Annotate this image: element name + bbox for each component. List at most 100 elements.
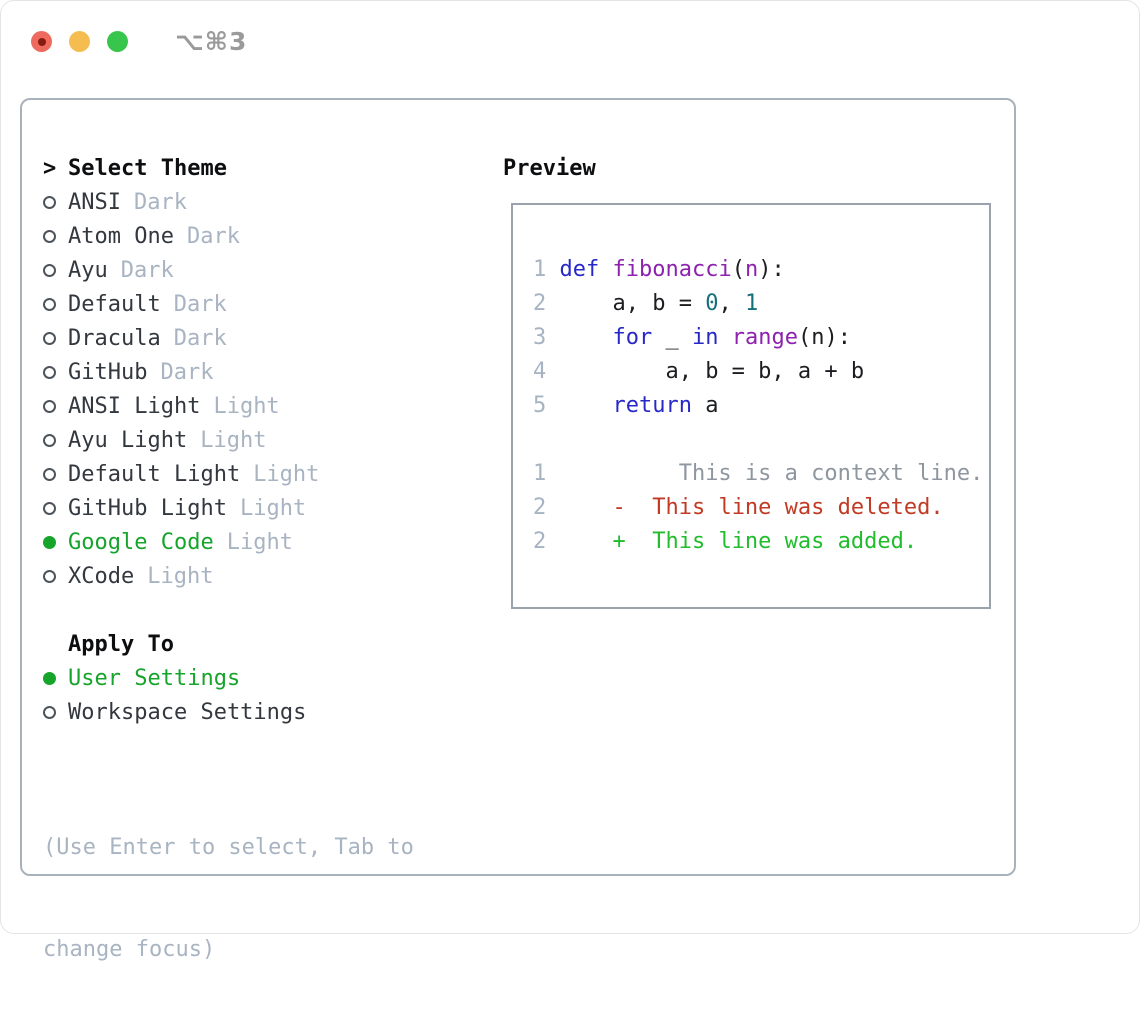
apply-option-workspace-settings[interactable]: Workspace Settings: [43, 695, 483, 729]
code-token: [599, 253, 612, 287]
radio-selected-icon: [43, 672, 56, 685]
theme-variant-tag: Dark: [160, 360, 213, 385]
radio-icon: [43, 332, 56, 345]
theme-variant-tag: Light: [200, 428, 266, 453]
line-number: 3: [533, 321, 546, 355]
code-token: def: [560, 253, 600, 287]
theme-option-atom-one[interactable]: Atom One Dark: [43, 219, 483, 253]
line-number: 1: [533, 253, 546, 287]
preview-label: Preview: [503, 156, 596, 181]
theme-option-ayu-light[interactable]: Ayu Light Light: [43, 423, 483, 457]
code-token: [546, 491, 612, 525]
titlebar: ⌥⌘3: [31, 27, 247, 56]
theme-option-github-light[interactable]: GitHub Light Light: [43, 491, 483, 525]
radio-slot: [43, 196, 68, 209]
code-token: (n):: [798, 321, 851, 355]
code-token: 0: [705, 287, 718, 321]
radio-slot: [43, 570, 68, 583]
theme-variant-tag: Dark: [174, 326, 227, 351]
radio-icon: [43, 706, 56, 719]
radio-slot: [43, 400, 68, 413]
code-line: 1 def fibonacci(n):: [533, 253, 989, 287]
radio-icon: [43, 366, 56, 379]
code-token: - This line was deleted.: [612, 491, 943, 525]
theme-variant-tag: Dark: [121, 258, 174, 283]
cursor-prompt-icon: >: [43, 156, 68, 181]
theme-option-ayu[interactable]: Ayu Dark: [43, 253, 483, 287]
radio-icon: [43, 264, 56, 277]
code-token: (: [732, 253, 745, 287]
theme-option-google-code[interactable]: Google Code Light: [43, 525, 483, 559]
code-token: This is a context line.: [546, 457, 983, 491]
preview-header: Preview: [503, 151, 596, 185]
theme-variant-tag: Light: [253, 462, 319, 487]
theme-variant-tag: Dark: [174, 292, 227, 317]
code-line: 5 return a: [533, 389, 989, 423]
code-token: [546, 253, 559, 287]
keyboard-hint: (Use Enter to select, Tab to change focu…: [43, 763, 483, 1035]
theme-option-name: Default Light: [68, 462, 240, 487]
radio-slot: [43, 672, 68, 685]
radio-icon: [43, 298, 56, 311]
theme-option-xcode[interactable]: XCode Light: [43, 559, 483, 593]
theme-option-name: XCode: [68, 564, 134, 589]
radio-slot: [43, 366, 68, 379]
apply-option-user-settings[interactable]: User Settings: [43, 661, 483, 695]
apply-to-label: Apply To: [68, 632, 174, 657]
zoom-button[interactable]: [107, 31, 128, 52]
radio-slot: [43, 468, 68, 481]
radio-slot: [43, 298, 68, 311]
theme-option-ansi-light[interactable]: ANSI Light Light: [43, 389, 483, 423]
select-theme-label: Select Theme: [68, 156, 227, 181]
code-token: 1: [745, 287, 758, 321]
hint-line-2: change focus): [43, 933, 483, 967]
theme-option-default-light[interactable]: Default Light Light: [43, 457, 483, 491]
theme-option-name: Atom One: [68, 224, 174, 249]
theme-variant-tag: Dark: [187, 224, 240, 249]
theme-option-name: Google Code: [68, 530, 214, 555]
apply-option-name: User Settings: [68, 666, 240, 691]
theme-option-name: Ayu: [68, 258, 108, 283]
code-line: [533, 423, 989, 457]
radio-icon: [43, 434, 56, 447]
close-button[interactable]: [31, 31, 52, 52]
line-number: 4: [533, 355, 546, 389]
radio-icon: [43, 502, 56, 515]
theme-variant-tag: Light: [213, 394, 279, 419]
code-token: a, b = b, a + b: [546, 355, 864, 389]
radio-icon: [43, 230, 56, 243]
theme-option-name: GitHub: [68, 360, 147, 385]
theme-option-github[interactable]: GitHub Dark: [43, 355, 483, 389]
radio-selected-icon: [43, 536, 56, 549]
theme-option-name: ANSI Light: [68, 394, 200, 419]
code-line: 4 a, b = b, a + b: [533, 355, 989, 389]
radio-icon: [43, 400, 56, 413]
code-line: 3 for _ in range(n):: [533, 321, 989, 355]
theme-variant-tag: Light: [227, 530, 293, 555]
radio-slot: [43, 332, 68, 345]
code-token: [546, 321, 612, 355]
code-token: return: [612, 389, 691, 423]
code-line: 1 This is a context line.: [533, 457, 989, 491]
theme-option-name: Ayu Light: [68, 428, 187, 453]
theme-option-name: ANSI: [68, 190, 121, 215]
code-token: _: [652, 321, 692, 355]
radio-slot: [43, 230, 68, 243]
radio-slot: [43, 536, 68, 549]
theme-option-name: GitHub Light: [68, 496, 227, 521]
minimize-button[interactable]: [69, 31, 90, 52]
code-line: 2 a, b = 0, 1: [533, 287, 989, 321]
code-token: ,: [718, 287, 745, 321]
theme-variant-tag: Light: [147, 564, 213, 589]
line-number: 2: [533, 491, 546, 525]
radio-icon: [43, 570, 56, 583]
theme-variant-tag: Light: [240, 496, 306, 521]
